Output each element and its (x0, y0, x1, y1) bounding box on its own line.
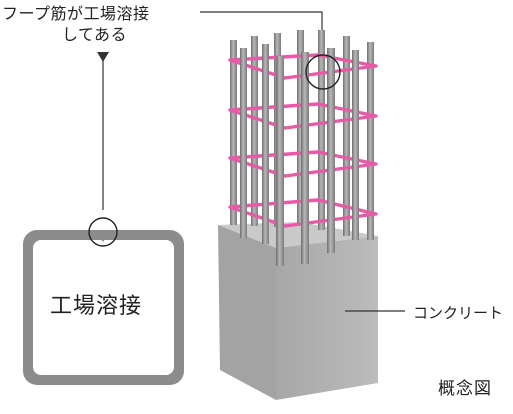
rebar-front (240, 44, 359, 266)
callout-concrete: コンクリート (413, 304, 504, 322)
callout-weld-line-2: してある (62, 25, 128, 44)
weld-point-circle (305, 54, 341, 90)
concept-caption: 概念図 (438, 379, 492, 399)
concrete-block (218, 222, 378, 400)
detail-label-factory-weld: 工場溶接 (50, 294, 143, 319)
leader-arrow-icon (97, 52, 109, 62)
concrete-top-face (218, 222, 378, 248)
concrete-left-face (218, 225, 276, 400)
concrete-front-face (276, 236, 378, 400)
weld-highlight-circle (88, 217, 118, 247)
hoop-section-detail (23, 217, 184, 385)
callout-weld-line-1: フープ筋が工場溶接 (2, 4, 150, 23)
